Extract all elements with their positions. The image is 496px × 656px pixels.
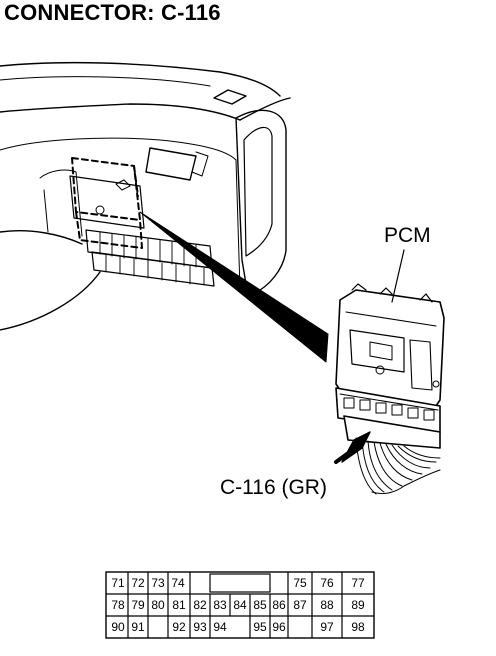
pin-label: 95 (253, 620, 267, 634)
pin-label: 72 (131, 576, 145, 590)
pin-label: 81 (172, 598, 186, 612)
pin-label: 78 (111, 598, 125, 612)
pin-label: 96 (272, 620, 286, 634)
pin-label: 92 (172, 620, 186, 634)
pin-label: 94 (213, 620, 227, 634)
pin-label: 76 (320, 576, 334, 590)
pin-label: 86 (272, 598, 286, 612)
pin-label: 84 (233, 598, 247, 612)
pin-label: 77 (351, 576, 365, 590)
pin-label: 88 (320, 598, 334, 612)
pcm-label: PCM (384, 224, 431, 247)
pin-label: 98 (351, 620, 365, 634)
pin-label: 73 (151, 576, 165, 590)
pin-label: 90 (111, 620, 125, 634)
pin-label: 82 (193, 598, 207, 612)
pin-label: 97 (320, 620, 334, 634)
pin-label: 83 (213, 598, 227, 612)
pin-label: 80 (151, 598, 165, 612)
pin-label: 75 (293, 576, 307, 590)
diagram-title: CONNECTOR: C-116 (4, 0, 221, 25)
pin-label: 87 (293, 598, 307, 612)
pin-label: 91 (131, 620, 145, 634)
pin-label: 74 (171, 576, 185, 590)
pin-label: 93 (193, 620, 207, 634)
connector-label: C-116 (GR) (220, 476, 327, 499)
pin-label: 71 (111, 576, 125, 590)
pin-label: 85 (253, 598, 267, 612)
dashboard-pcm-illustration (0, 61, 445, 495)
pin-label: 79 (131, 598, 145, 612)
pin-label: 89 (351, 598, 365, 612)
